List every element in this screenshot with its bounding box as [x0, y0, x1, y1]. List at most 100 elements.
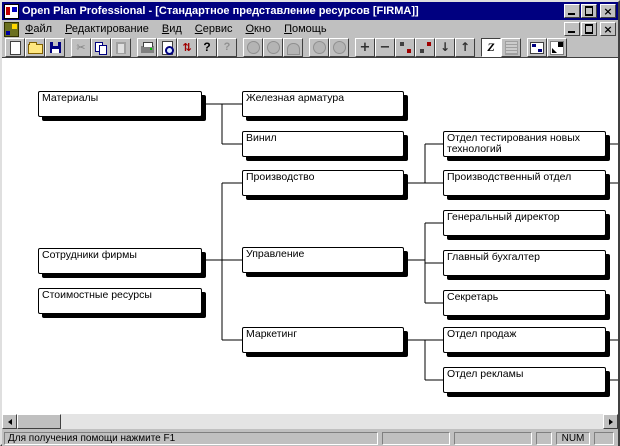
- menu-help[interactable]: Помощь: [284, 23, 327, 35]
- open-button[interactable]: [25, 38, 45, 57]
- close-button[interactable]: ×: [600, 4, 616, 18]
- view-res-button[interactable]: [243, 38, 263, 57]
- tree-node-zheleznaya[interactable]: Железная арматура: [242, 91, 404, 117]
- print-button[interactable]: [137, 38, 157, 57]
- copy-button[interactable]: [91, 38, 111, 57]
- view-5-button[interactable]: [329, 38, 349, 57]
- move-down-button[interactable]: ↓: [435, 38, 455, 57]
- app-icon: [4, 3, 19, 19]
- save-icon: [49, 42, 61, 53]
- status-num-indicator: NUM: [556, 431, 590, 445]
- tree-node-glav-buhgalter[interactable]: Главный бухгалтер: [443, 250, 606, 276]
- status-panel-2: [454, 431, 532, 445]
- tree-node-otdel-prodazh[interactable]: Отдел продаж: [443, 327, 606, 353]
- status-panel-4: [594, 431, 614, 445]
- menu-help-label: омощь: [291, 23, 327, 35]
- tree-node-marketing[interactable]: Маркетинг: [242, 327, 404, 353]
- unlink-icon: [419, 42, 431, 53]
- scroll-left-button[interactable]: [2, 414, 17, 429]
- help-button[interactable]: ?: [197, 38, 217, 57]
- tree-node-sotrudniki[interactable]: Сотрудники фирмы: [38, 248, 202, 274]
- refresh-button[interactable]: ⇅: [177, 38, 197, 57]
- tree-node-gen-director[interactable]: Генеральный директор: [443, 210, 606, 236]
- sort-button[interactable]: Z: [481, 38, 501, 57]
- menu-view-label: ид: [169, 23, 182, 35]
- scrollbar-thumb[interactable]: [17, 414, 61, 429]
- notes-button[interactable]: [501, 38, 521, 57]
- menu-view-hotkey: В: [161, 23, 170, 35]
- tree-node-label: Генеральный директор: [447, 211, 560, 223]
- child-close-button[interactable]: ×: [600, 22, 616, 36]
- menu-edit-label: едактирование: [71, 23, 149, 35]
- child-minimize-icon: [568, 31, 575, 33]
- arrange-button[interactable]: [527, 38, 547, 57]
- tree-node-proizv-otdel[interactable]: Производственный отдел: [443, 170, 606, 196]
- menu-edit-hotkey: Р: [65, 23, 72, 35]
- tree-node-stoimostnye[interactable]: Стоимостные ресурсы: [38, 288, 202, 314]
- move-up-button[interactable]: ↑: [455, 38, 475, 57]
- fit-button[interactable]: [547, 38, 567, 57]
- view-arch-button[interactable]: [283, 38, 303, 57]
- tree-node-label: Управление: [246, 248, 305, 260]
- open-icon: [27, 42, 43, 54]
- child-close-icon: ×: [603, 23, 613, 36]
- tree-node-sekretar[interactable]: Секретарь: [443, 290, 606, 316]
- refresh-icon: ⇅: [182, 40, 192, 54]
- remove-button[interactable]: −: [375, 38, 395, 57]
- add-button[interactable]: +: [355, 38, 375, 57]
- save-button[interactable]: [45, 38, 65, 57]
- menu-view[interactable]: Вид: [162, 23, 182, 35]
- toolbar: ✂ ⇅?? +− ↓ ↑ Z: [2, 38, 618, 57]
- context-help-button[interactable]: ?: [217, 38, 237, 57]
- menu-edit[interactable]: Редактирование: [65, 23, 149, 35]
- move-down-icon: ↓: [439, 40, 451, 54]
- arrange-icon: [530, 41, 544, 54]
- menu-service[interactable]: Сервис: [195, 23, 233, 35]
- link-icon: [399, 42, 411, 53]
- preview-icon: [161, 40, 174, 55]
- tree-node-label: Отдел рекламы: [447, 368, 524, 380]
- tree-node-materialy[interactable]: Материалы: [38, 91, 202, 117]
- tree-node-otdel-test[interactable]: Отдел тестирования новых технологий: [443, 131, 606, 157]
- help-icon: ?: [203, 40, 211, 54]
- cut-button[interactable]: ✂: [71, 38, 91, 57]
- preview-button[interactable]: [157, 38, 177, 57]
- status-help-text: Для получения помощи нажмите F1: [4, 431, 378, 445]
- add-icon: +: [359, 40, 371, 55]
- notes-icon: [504, 40, 518, 55]
- tree-node-upravlenie[interactable]: Управление: [242, 247, 404, 273]
- scroll-left-icon: [7, 418, 12, 425]
- menu-help-hotkey: П: [284, 23, 292, 35]
- child-minimize-button[interactable]: [564, 22, 580, 36]
- view-5-icon: [332, 41, 346, 54]
- menu-bar: Файл Редактирование Вид Сервис Окно Помо…: [2, 20, 618, 38]
- paste-icon: [116, 41, 126, 54]
- view-q-button[interactable]: [263, 38, 283, 57]
- scroll-right-button[interactable]: [603, 414, 618, 429]
- tree-node-vinil[interactable]: Винил: [242, 131, 404, 157]
- tree-connectors: [202, 103, 618, 381]
- child-restore-button[interactable]: [581, 22, 597, 36]
- new-button[interactable]: [5, 38, 25, 57]
- menu-service-label: ервис: [202, 23, 233, 35]
- title-bar: Open Plan Professional - [Стандартное пр…: [2, 2, 618, 20]
- resource-tree-canvas: Материалы Сотрудники фирмы Стоимостные р…: [2, 57, 618, 414]
- tree-node-otdel-reklamy[interactable]: Отдел рекламы: [443, 367, 606, 393]
- menu-window-label: кно: [254, 23, 272, 35]
- status-panel-1: [382, 431, 450, 445]
- tree-node-label: Стоимостные ресурсы: [42, 289, 152, 301]
- window-title: Open Plan Professional - [Стандартное пр…: [22, 5, 419, 17]
- tree-node-proizvodstvo[interactable]: Производство: [242, 170, 404, 196]
- menu-file-hotkey: Ф: [25, 23, 34, 35]
- restore-button[interactable]: [581, 4, 597, 18]
- link-button[interactable]: [395, 38, 415, 57]
- menu-window[interactable]: Окно: [245, 23, 271, 35]
- document-icon: [4, 21, 19, 37]
- view-4-button[interactable]: [309, 38, 329, 57]
- status-panel-3: [536, 431, 552, 445]
- unlink-button[interactable]: [415, 38, 435, 57]
- paste-button[interactable]: [111, 38, 131, 57]
- menu-file[interactable]: Файл: [25, 23, 52, 35]
- minimize-button[interactable]: [564, 4, 580, 18]
- scrollbar-track[interactable]: [61, 414, 603, 429]
